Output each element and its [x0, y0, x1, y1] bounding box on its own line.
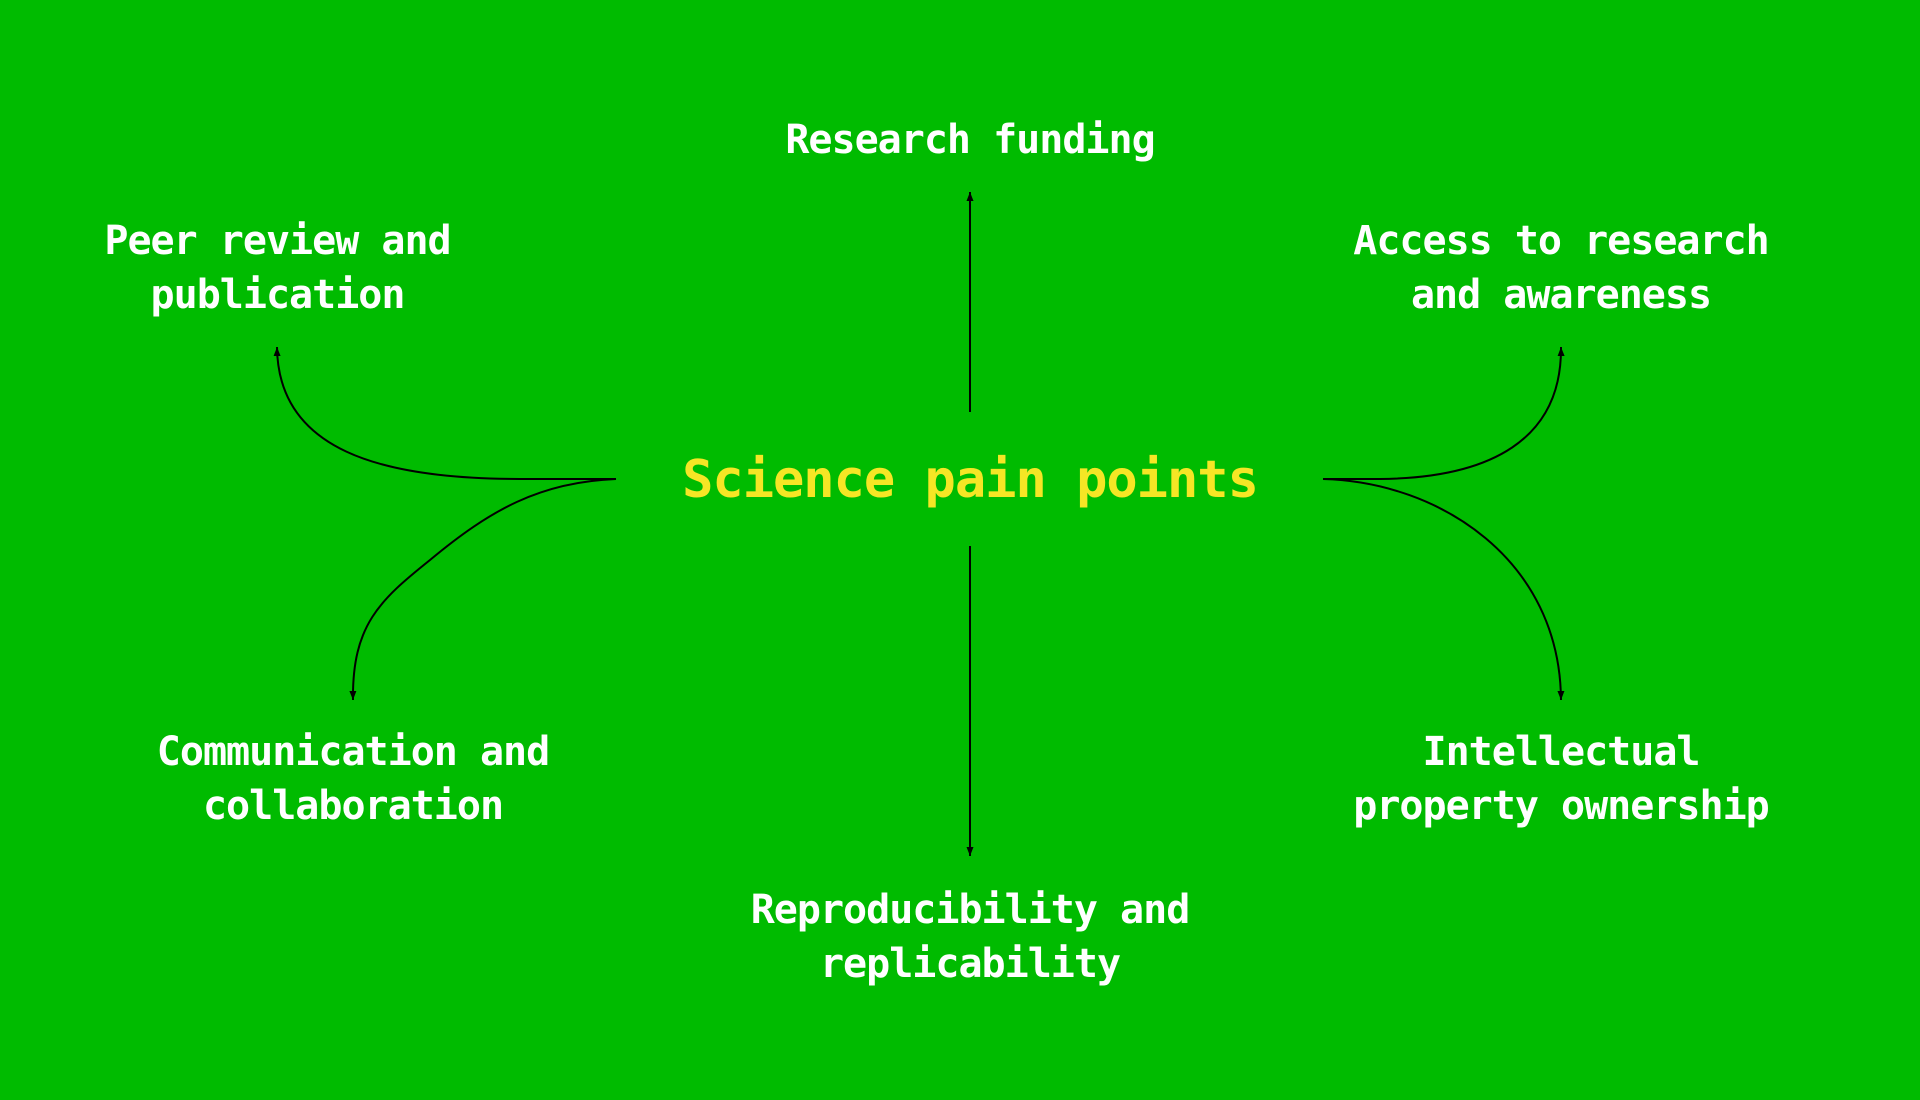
node-access-research-line-1: Access to research [1353, 218, 1769, 264]
connector-peer-review [273, 346, 616, 480]
node-research-funding: Research funding [720, 113, 1220, 167]
connector-access-research [1323, 346, 1565, 480]
node-peer-review-line-2: publication [150, 272, 406, 318]
node-communication-line-2: collaboration [202, 783, 504, 829]
node-reproducibility: Reproducibility and replicability [700, 883, 1240, 991]
node-reproducibility-line-1: Reproducibility and [750, 887, 1191, 933]
node-peer-review: Peer review and publication [60, 214, 495, 322]
node-access-research-line-2: and awareness [1410, 272, 1712, 318]
node-intellectual-property-line-2: property ownership [1353, 783, 1769, 829]
node-reproducibility-line-2: replicability [819, 941, 1121, 987]
node-communication-line-1: Communication and [156, 729, 550, 775]
node-peer-review-line-1: Peer review and [104, 218, 451, 264]
node-access-research: Access to research and awareness [1326, 214, 1796, 322]
node-intellectual-property: Intellectual property ownership [1326, 725, 1796, 833]
connector-communication [349, 478, 617, 701]
node-intellectual-property-line-1: Intellectual [1422, 729, 1701, 775]
connector-intellectual-property [1322, 478, 1565, 701]
node-communication: Communication and collaboration [128, 725, 578, 833]
node-research-funding-line-1: Research funding [785, 117, 1155, 163]
central-topic: Science pain points [682, 450, 1259, 510]
